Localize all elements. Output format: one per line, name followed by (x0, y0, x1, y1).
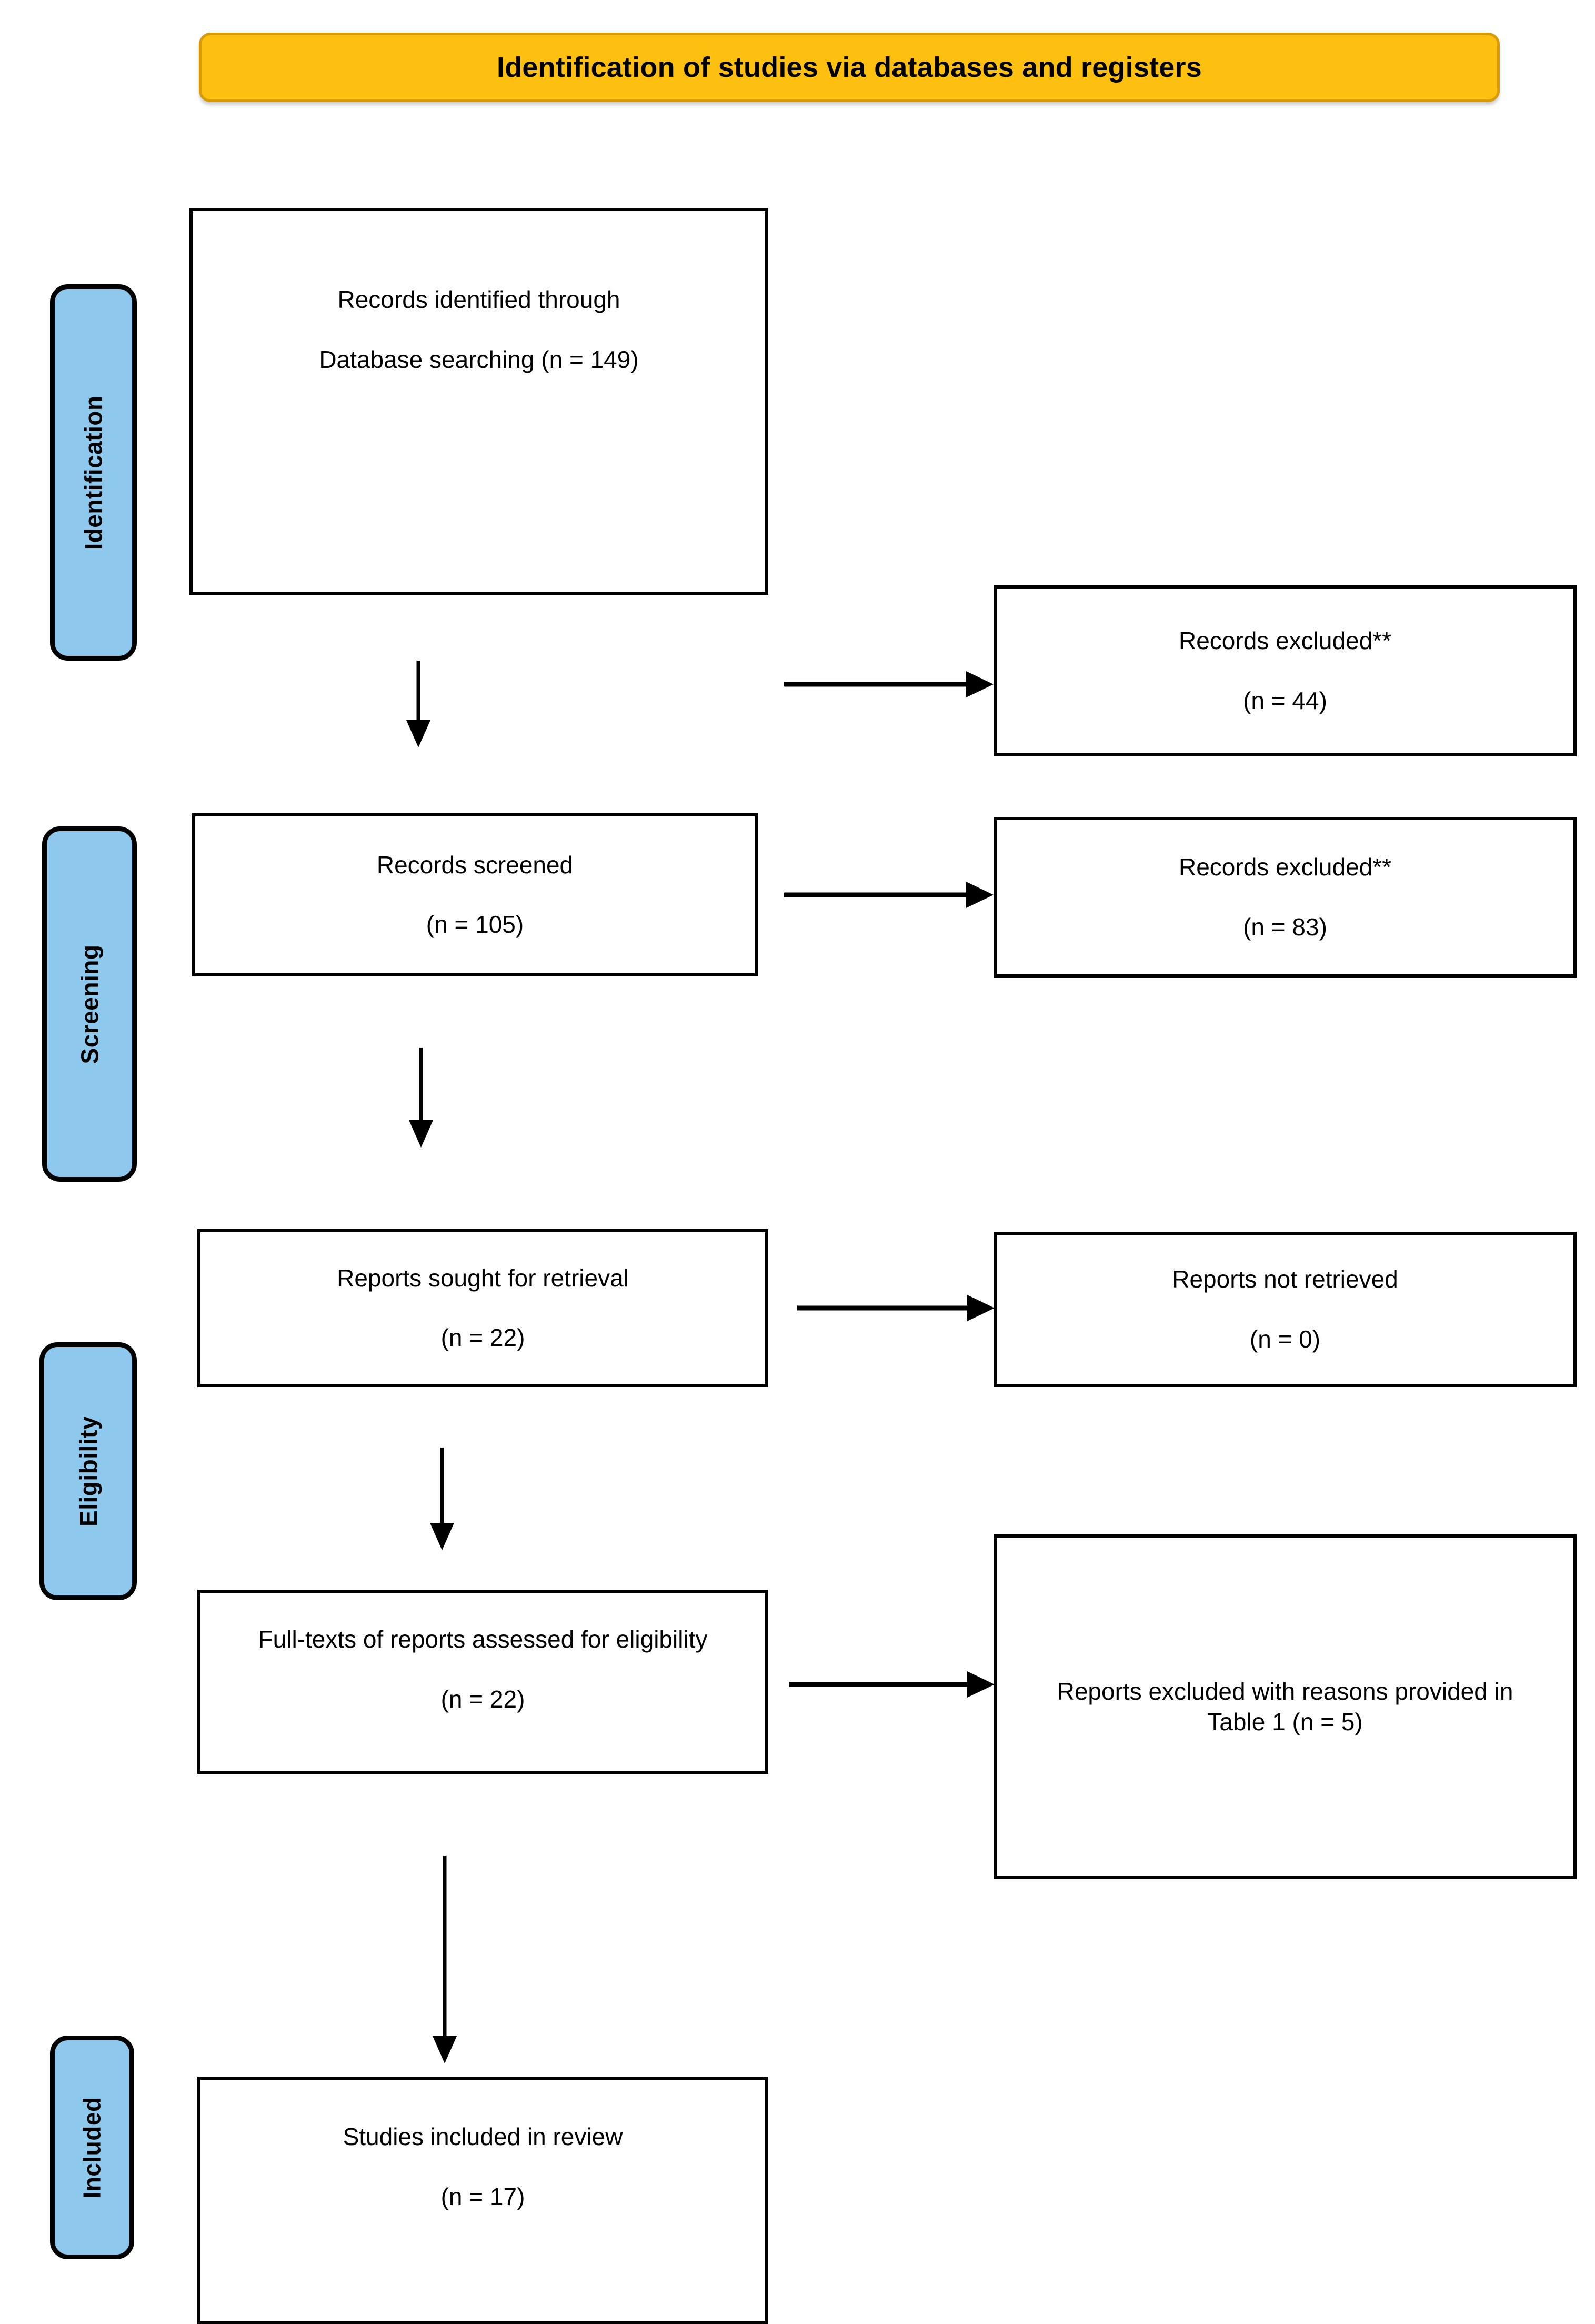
box-studies-included-line2: (n = 17) (440, 2182, 525, 2210)
box-reports-not-retrieved-line1: Reports not retrieved (1172, 1265, 1398, 1293)
stage-tab-eligibility-label: Eligibility (74, 1416, 102, 1527)
stage-tab-identification: Identification (50, 284, 137, 661)
box-records-screened: Records screened (n = 105) (192, 813, 758, 976)
box-records-excluded-2: Records excluded** (n = 83) (994, 817, 1577, 978)
box-records-screened-line1: Records screened (376, 851, 574, 879)
stage-tab-screening: Screening (42, 826, 137, 1182)
box-full-texts-assessed: Full-texts of reports assessed for eligi… (197, 1590, 768, 1774)
box-records-excluded-1: Records excluded** (n = 44) (994, 585, 1577, 756)
box-records-identified-line1: Records identified through (337, 286, 620, 313)
diagram-header-banner: Identification of studies via databases … (199, 33, 1500, 102)
stage-tab-screening-label: Screening (76, 944, 104, 1064)
box-reports-excluded-reasons: Reports excluded with reasons provided i… (994, 1534, 1577, 1879)
box-records-excluded-2-line1: Records excluded** (1178, 853, 1391, 881)
stage-tab-included-label: Included (78, 2096, 106, 2199)
box-records-excluded-1-line2: (n = 44) (1243, 686, 1327, 714)
box-records-excluded-2-line2: (n = 83) (1243, 913, 1327, 941)
box-records-excluded-1-line1: Records excluded** (1178, 627, 1391, 654)
page-title: Identification of studies via databases … (497, 52, 1202, 83)
box-records-screened-line2: (n = 105) (426, 911, 524, 938)
box-reports-not-retrieved-line2: (n = 0) (1249, 1325, 1321, 1353)
box-reports-excluded-reasons-line1: Reports excluded with reasons provided i… (1057, 1678, 1513, 1735)
box-records-identified-line2: Database searching (n = 149) (319, 345, 639, 373)
box-reports-not-retrieved: Reports not retrieved (n = 0) (994, 1232, 1577, 1387)
box-reports-sought-line2: (n = 22) (440, 1324, 525, 1351)
stage-tab-eligibility: Eligibility (39, 1342, 137, 1600)
box-reports-sought: Reports sought for retrieval (n = 22) (197, 1229, 768, 1387)
stage-tab-included: Included (50, 2036, 134, 2259)
box-reports-sought-line1: Reports sought for retrieval (337, 1264, 629, 1292)
box-full-texts-assessed-line2: (n = 22) (440, 1685, 525, 1713)
box-records-identified: Records identified through Database sear… (189, 208, 768, 595)
box-studies-included: Studies included in review (n = 17) (197, 2077, 768, 2324)
stage-tab-identification-label: Identification (79, 395, 107, 550)
box-studies-included-line1: Studies included in review (343, 2123, 623, 2150)
box-full-texts-assessed-line1: Full-texts of reports assessed for eligi… (258, 1625, 708, 1653)
